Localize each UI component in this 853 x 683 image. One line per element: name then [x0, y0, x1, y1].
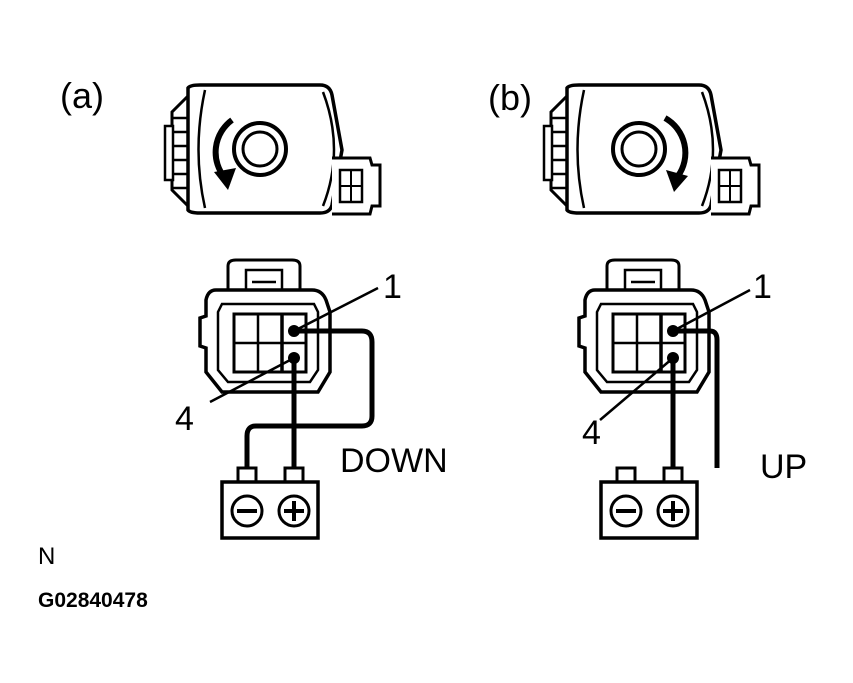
battery-b-icon	[599, 466, 699, 540]
panel-a-label: (a)	[60, 75, 104, 116]
wire-pin1-to-plus	[673, 328, 720, 468]
pin-4-label-b: 4	[582, 414, 601, 452]
rotation-ccw-arrow-icon	[212, 117, 236, 190]
direction-label-b: UP	[760, 448, 807, 486]
leader-1-b	[672, 288, 751, 333]
leader-4-a	[209, 356, 295, 404]
wire-pin1-to-minus	[244, 328, 375, 468]
motor-b-icon	[542, 83, 761, 216]
motor-a-icon	[163, 83, 382, 216]
pin-1-label-a: 1	[383, 268, 402, 306]
pin-4-label-a: 4	[175, 400, 194, 438]
battery-a-icon	[220, 466, 320, 540]
pin-1-label-b: 1	[753, 268, 772, 306]
rotation-cw-arrow-icon	[663, 115, 689, 192]
leader-1-a	[293, 286, 379, 333]
direction-label-a: DOWN	[340, 442, 448, 480]
leader-4-b	[599, 357, 674, 421]
connector-b-icon	[577, 258, 711, 394]
note-label: N	[38, 543, 55, 570]
panel-b-label: (b)	[488, 77, 532, 118]
figure-code: G02840478	[38, 589, 148, 612]
panel-b: (b) 1 4 UP	[488, 77, 807, 540]
panel-a: (a) 1 4 DOWN	[60, 75, 448, 540]
